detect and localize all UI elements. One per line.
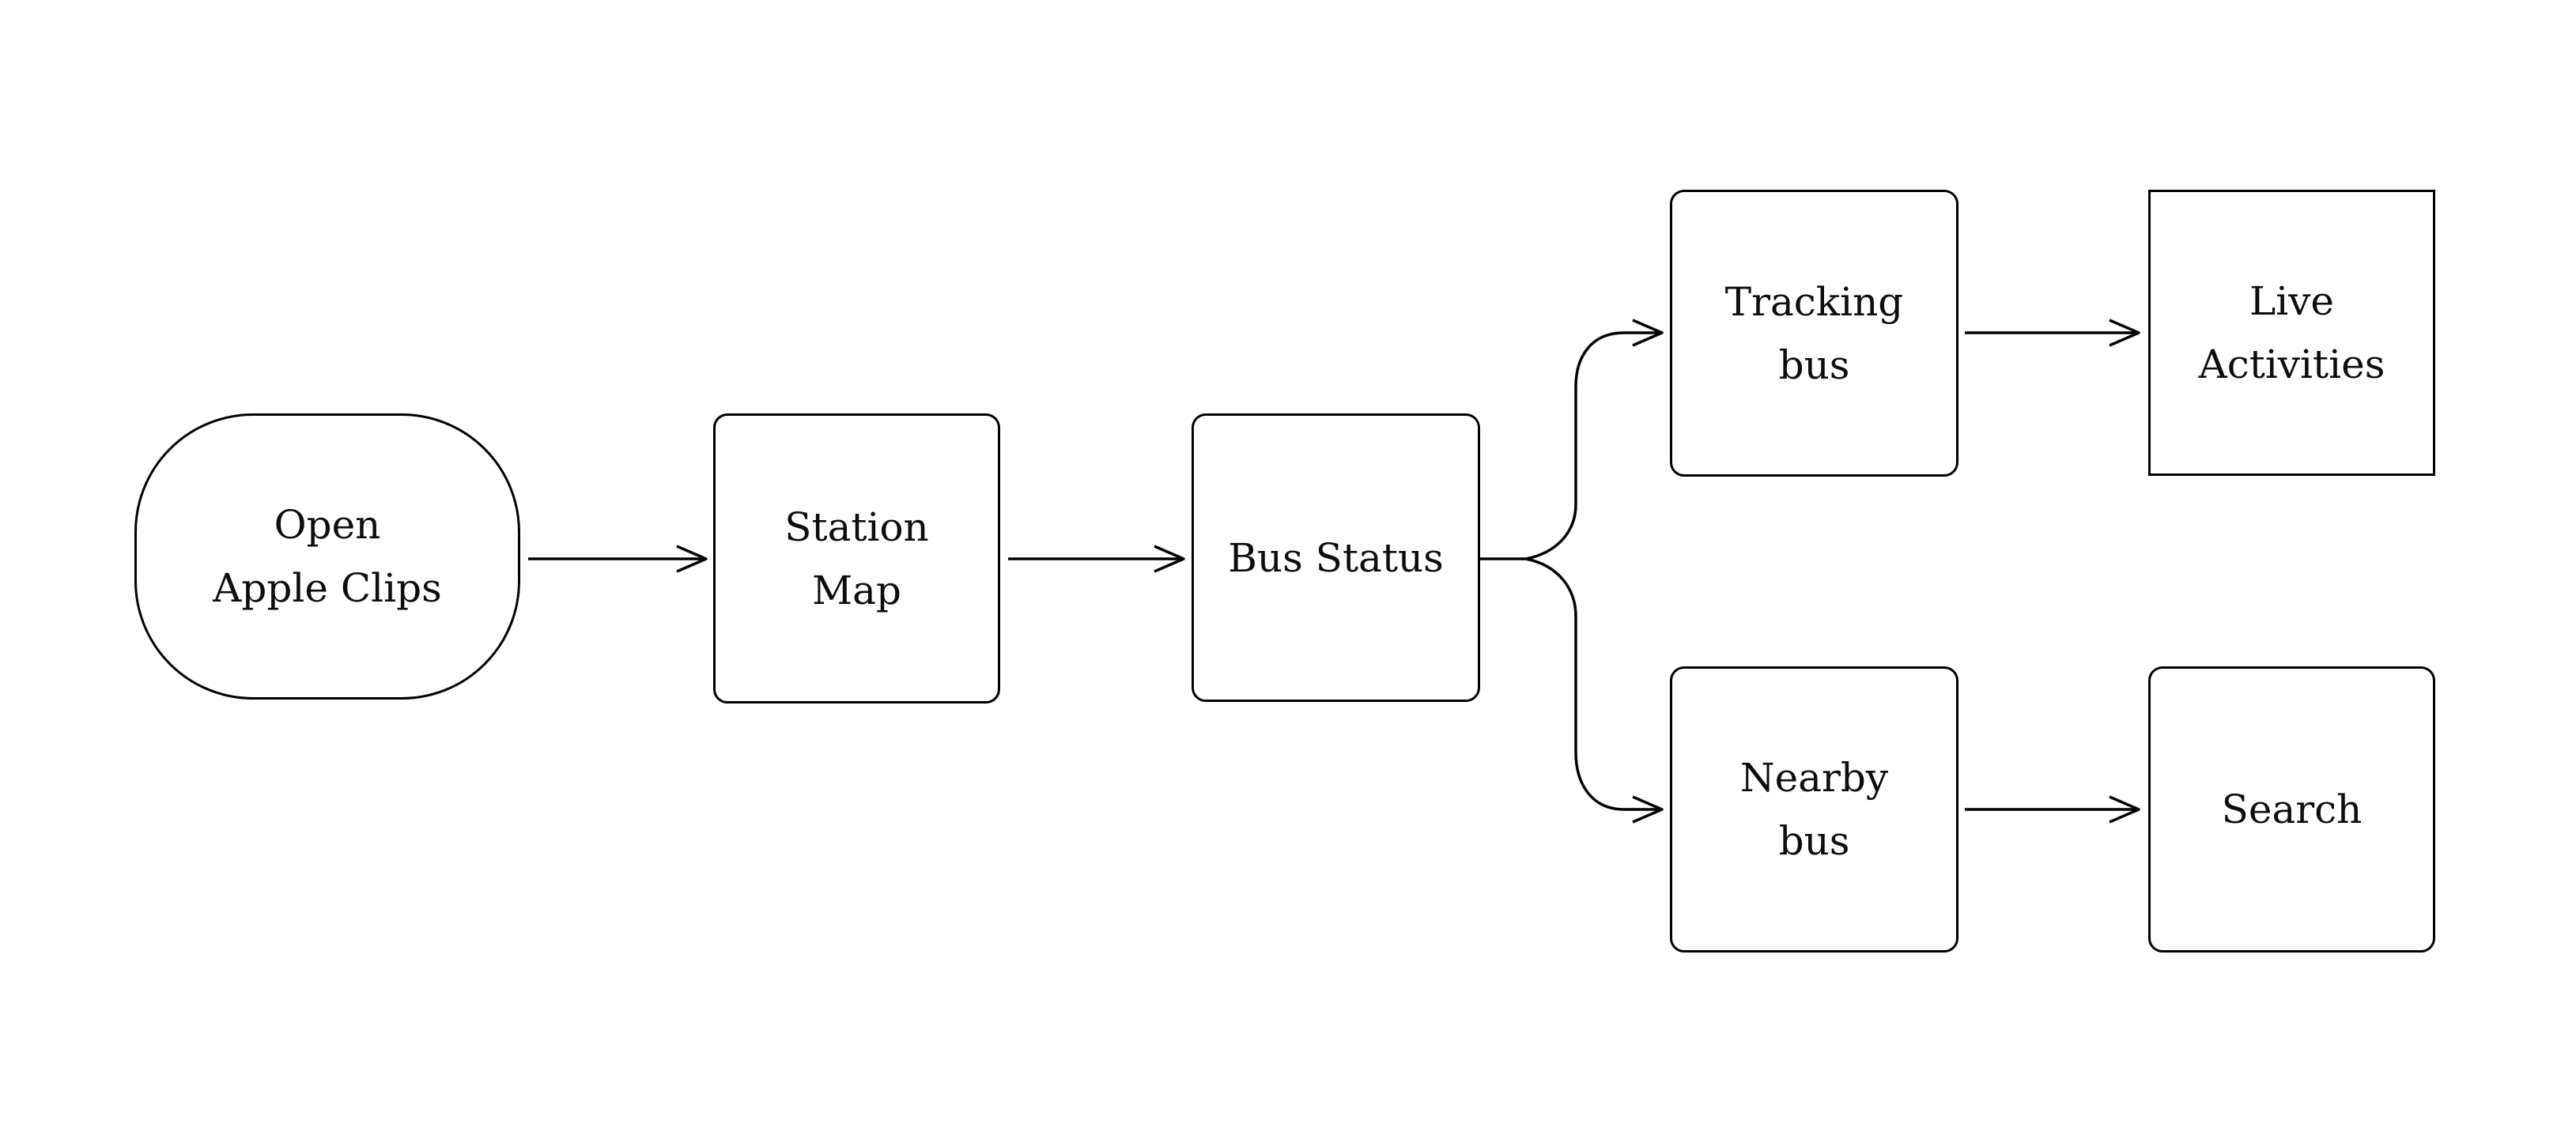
node-live-activities: Live Activities — [2148, 190, 2435, 476]
node-nearby-bus: Nearby bus — [1670, 666, 1958, 952]
edge-open-to-station — [528, 545, 708, 573]
node-open-apple-clips: Open Apple Clips — [134, 413, 520, 700]
edge-bus-status-to-nearby — [1525, 557, 1664, 824]
node-tracking-bus-label: Tracking bus — [1724, 278, 1904, 388]
edge-nearby-to-search — [1965, 795, 2140, 824]
node-station-map: Station Map — [713, 413, 1000, 704]
edge-tracking-to-live — [1965, 319, 2140, 347]
node-station-map-label: Station Map — [784, 504, 929, 613]
node-open-apple-clips-label: Open Apple Clips — [213, 502, 442, 611]
node-search-label: Search — [2221, 787, 2363, 832]
node-search: Search — [2148, 666, 2435, 952]
edge-bus-status-to-tracking — [1525, 319, 1664, 560]
edge-station-to-bus-status — [1008, 545, 1185, 573]
node-tracking-bus: Tracking bus — [1670, 190, 1958, 477]
node-bus-status-label: Bus Status — [1228, 534, 1444, 581]
node-live-activities-label: Live Activities — [2198, 278, 2385, 387]
node-nearby-bus-label: Nearby bus — [1739, 755, 1889, 864]
node-bus-status: Bus Status — [1192, 413, 1480, 702]
